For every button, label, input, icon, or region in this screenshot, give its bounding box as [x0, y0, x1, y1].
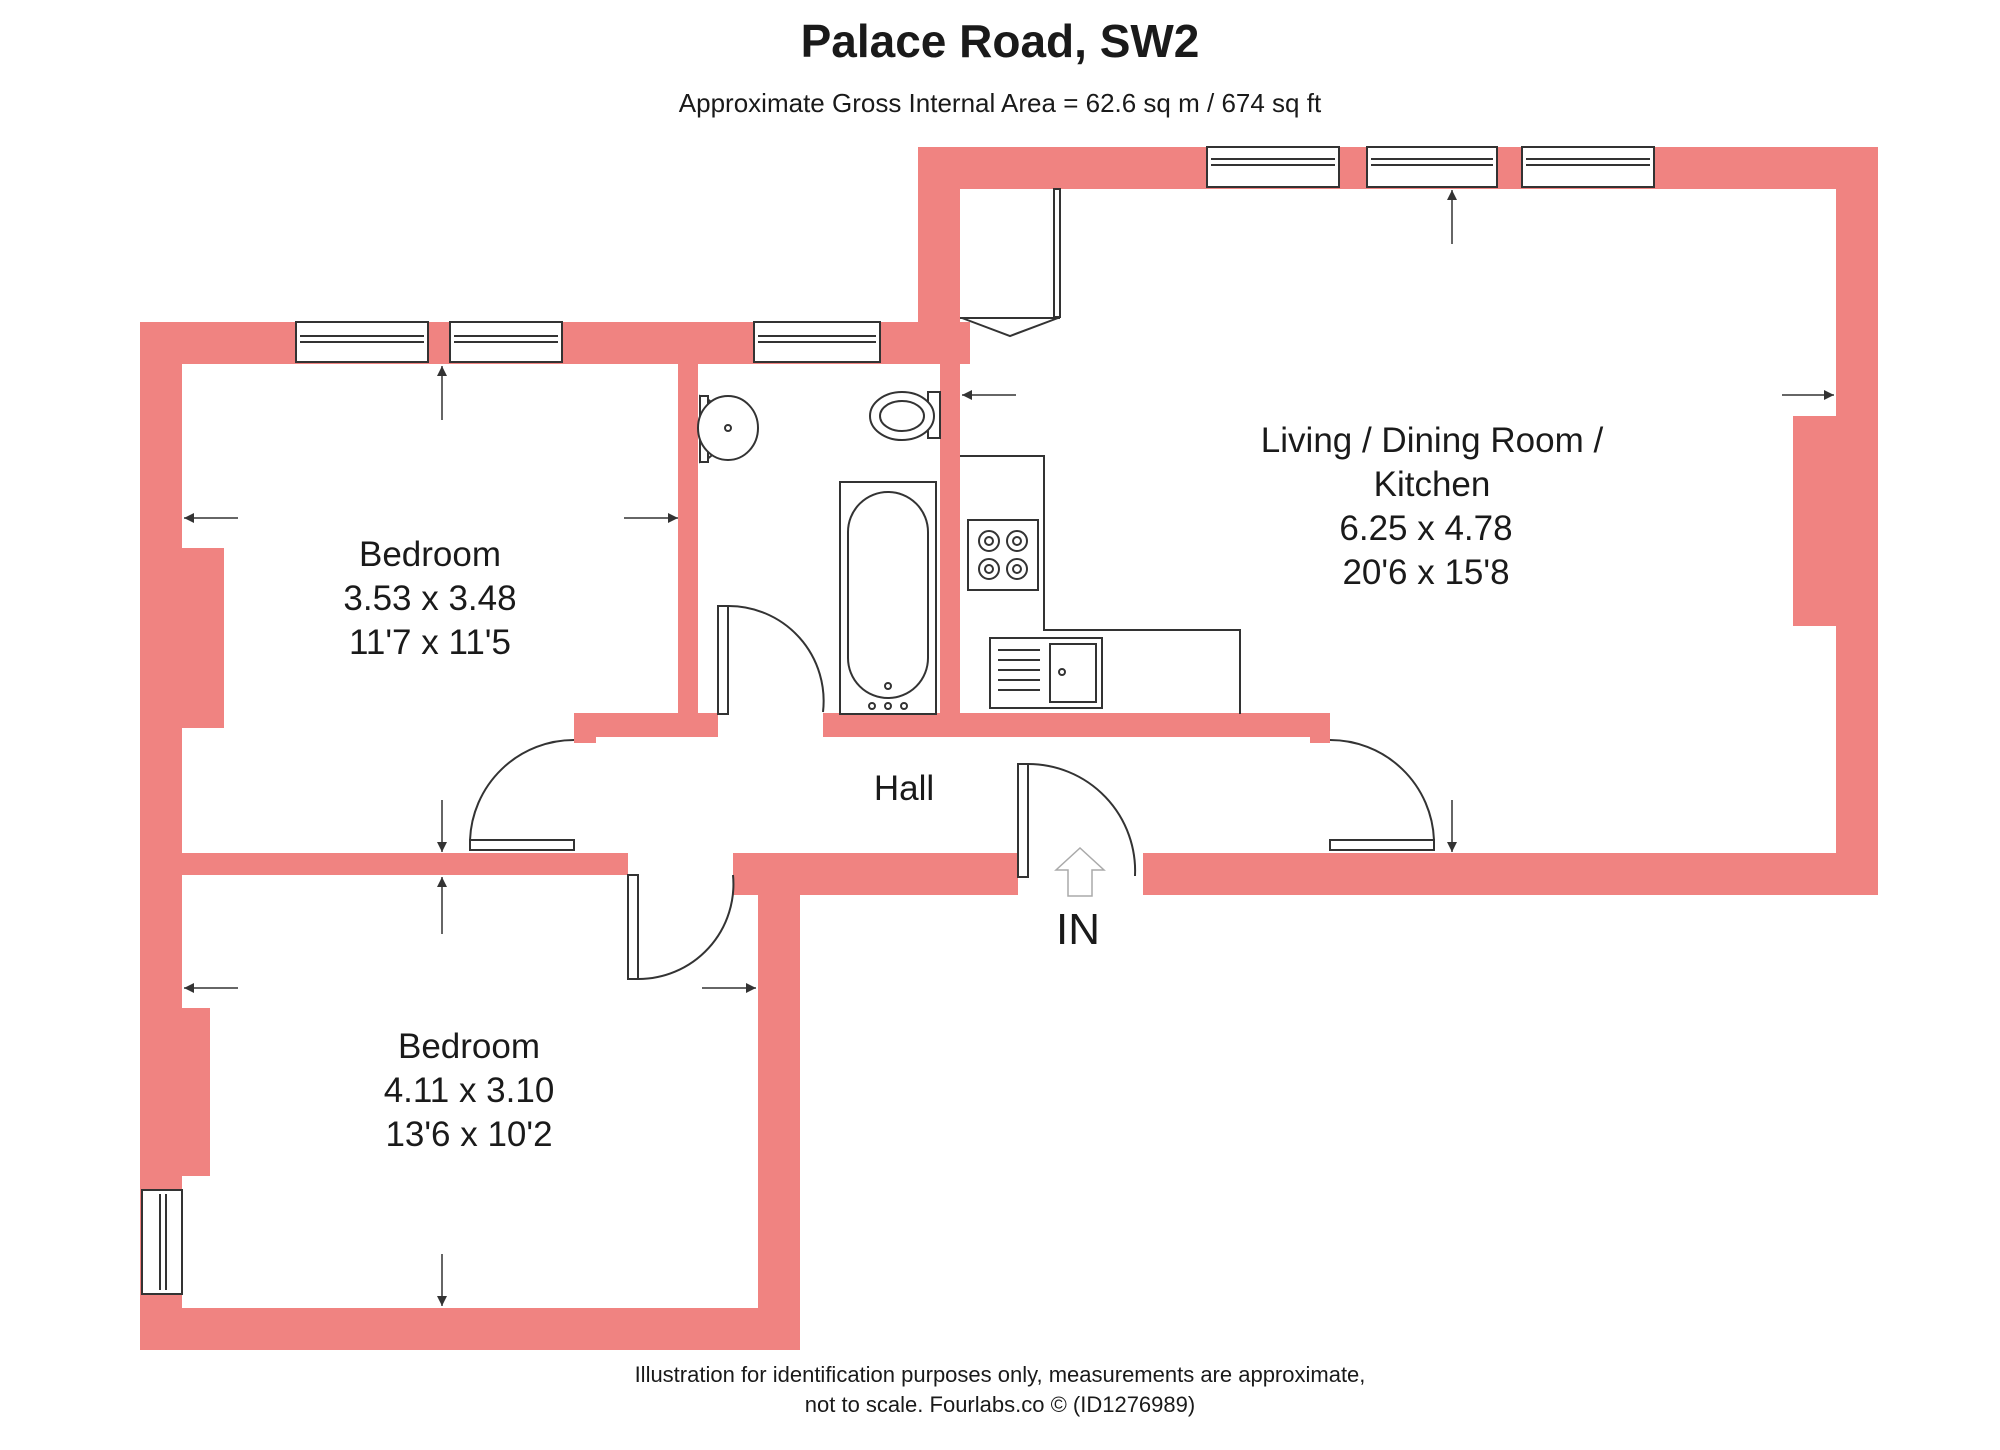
dimension-arrows [184, 190, 1834, 1306]
bath-icon [839, 481, 937, 715]
window [1521, 146, 1655, 188]
windows [141, 146, 1655, 1295]
living-label-line2: Kitchen [1374, 465, 1491, 504]
door-bedroom1 [469, 739, 575, 851]
living-label-line1: Living / Dining Room / [1261, 421, 1604, 460]
wall-living-east [1836, 147, 1878, 895]
hall-label: Hall [874, 769, 934, 808]
plan-title: Palace Road, SW2 [800, 15, 1200, 67]
wall-hall-north-west-stub [574, 713, 596, 743]
door-entrance [1017, 762, 1137, 878]
door-cupboard [960, 188, 1061, 338]
doors [469, 188, 1435, 981]
wall-bathroom-east [940, 322, 960, 716]
window [449, 321, 563, 363]
window [141, 1189, 183, 1295]
chimney-bedroom2 [182, 1008, 210, 1176]
window [295, 321, 429, 363]
window [1206, 146, 1340, 188]
basin-icon [697, 394, 759, 464]
bedroom1-metric: 3.53 x 3.48 [343, 579, 516, 618]
wall-bedroom2-east [758, 858, 800, 1350]
toilet-icon [869, 391, 941, 441]
door-living [1329, 739, 1435, 851]
bedroom2-imperial: 13'6 x 10'2 [385, 1115, 552, 1154]
chimney-east [1793, 416, 1838, 626]
wall-bedroom-divider [140, 853, 628, 875]
disclaimer-line1: Illustration for identification purposes… [634, 1362, 1366, 1387]
bedroom1-label: Bedroom [359, 535, 501, 574]
kitchen-counter [960, 455, 1241, 714]
bedroom2-metric: 4.11 x 3.10 [384, 1071, 555, 1110]
window [753, 321, 881, 363]
wall-hall-north-east [823, 713, 1330, 737]
living-metric: 6.25 x 4.78 [1339, 509, 1512, 548]
entrance-arrow-icon [1054, 846, 1106, 897]
bedroom2-label: Bedroom [398, 1027, 540, 1066]
room-labels: Living / Dining Room / Kitchen 6.25 x 4.… [343, 421, 1603, 1154]
wall-hall-south-east [1143, 853, 1878, 895]
wall-bedroom2-south [140, 1308, 800, 1350]
bedroom1-imperial: 11'7 x 11'5 [349, 623, 511, 662]
door-bathroom [717, 604, 825, 715]
wall-hall-south-mid [733, 853, 1018, 895]
door-bedroom2 [627, 874, 735, 981]
fixtures [697, 391, 1241, 715]
entrance-label: IN [1056, 905, 1100, 954]
living-imperial: 20'6 x 15'8 [1342, 553, 1509, 592]
hob-icon [967, 519, 1039, 591]
sink-icon [989, 637, 1103, 709]
wall-hall-north-west [574, 713, 718, 737]
wall-bedroom1-east [678, 364, 698, 716]
disclaimer-footer: Illustration for identification purposes… [0, 1360, 2000, 1420]
disclaimer-line2: not to scale. Fourlabs.co © (ID1276989) [804, 1392, 1196, 1417]
wall-living-west [918, 147, 960, 322]
wall-hall-north-east-stub [1310, 713, 1330, 743]
window [1366, 146, 1498, 188]
area-subtitle: Approximate Gross Internal Area = 62.6 s… [678, 88, 1322, 118]
wall-west [140, 322, 182, 1350]
chimney-bedroom1 [182, 548, 224, 728]
